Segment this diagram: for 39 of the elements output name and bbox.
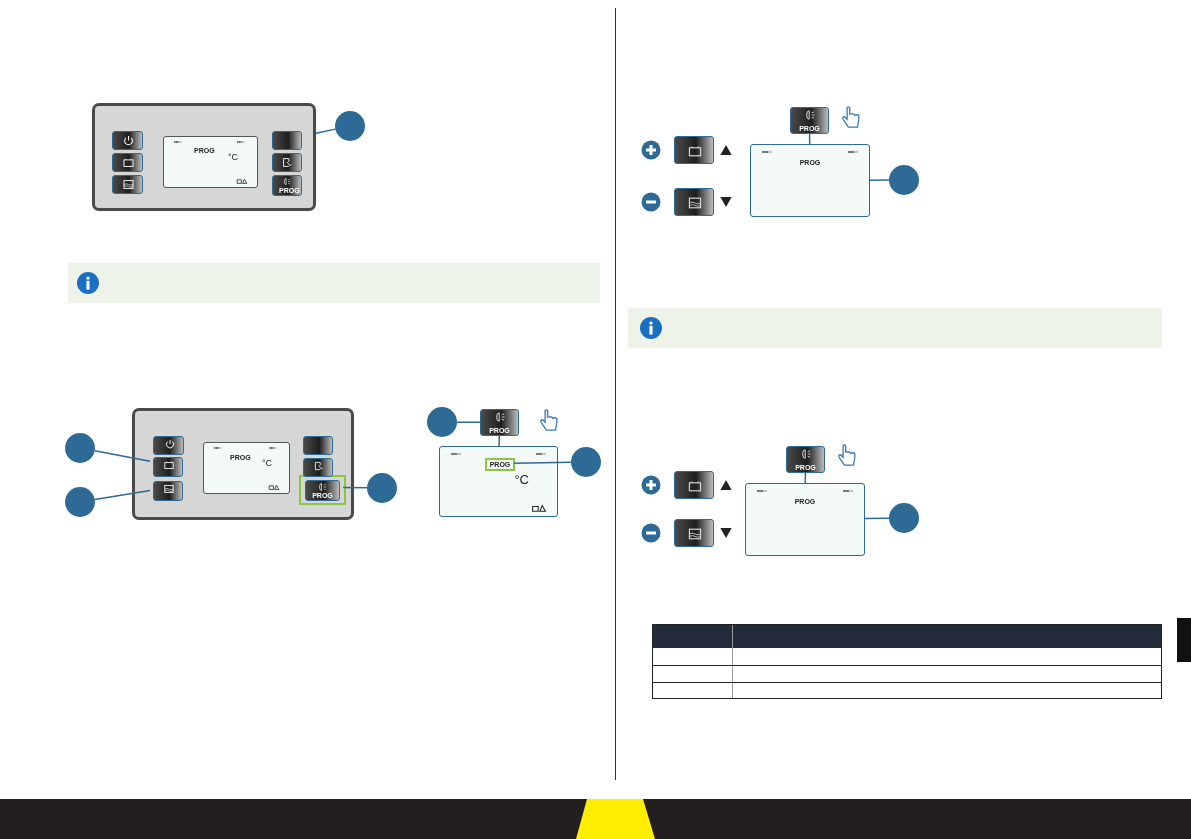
leader-line (808, 133, 811, 145)
leader-line (513, 461, 572, 464)
tank-button (153, 481, 183, 501)
speaker-button (303, 458, 333, 477)
battery-button (674, 136, 714, 164)
battery-button (153, 457, 183, 477)
callout-circle (427, 407, 457, 437)
light-button (786, 446, 825, 473)
light-button (790, 107, 829, 134)
light-button (480, 409, 519, 436)
control-panel (132, 408, 354, 520)
control-panel (92, 103, 316, 211)
lcd-display (750, 144, 870, 217)
battery-button (674, 471, 714, 499)
callout-circle (571, 447, 601, 477)
leader-line (456, 421, 481, 424)
leader-line (315, 128, 337, 134)
temperature-unit: °C (514, 473, 529, 486)
leader-line (498, 435, 500, 447)
callout-circle (65, 487, 95, 517)
leader-line (804, 472, 807, 484)
leader-line (869, 179, 890, 181)
blank-button (303, 436, 333, 455)
callout-circle (367, 473, 397, 503)
leader-line (342, 486, 368, 489)
lcd-display (439, 446, 558, 517)
callout-circle (889, 165, 919, 195)
temperature-unit: °C (262, 459, 273, 468)
tank-button (674, 519, 714, 547)
callout-circle (65, 433, 95, 463)
temperature-unit: °C (228, 153, 239, 162)
leader-line (94, 489, 151, 501)
callout-circle (335, 111, 365, 141)
tank-button (674, 188, 714, 216)
leader-line (864, 517, 890, 520)
power-button (153, 436, 184, 455)
callout-circle (889, 503, 919, 533)
leader-line (94, 450, 151, 462)
lcd-display (745, 483, 865, 556)
